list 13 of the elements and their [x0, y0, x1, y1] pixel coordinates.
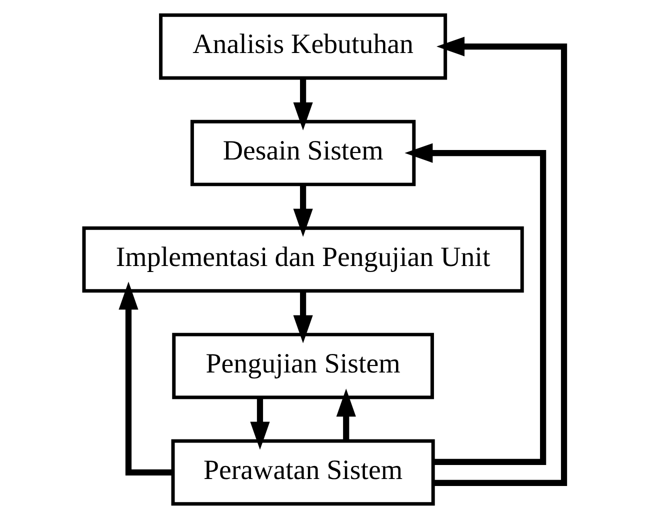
node-box: Analisis Kebutuhan	[158, 13, 447, 80]
node-box: Implementasi dan Pengujian Unit	[82, 226, 524, 293]
arrow	[292, 184, 312, 237]
arrow	[433, 36, 567, 486]
arrow	[404, 143, 546, 466]
arrow	[292, 78, 312, 130]
node-box: Perawatan Sistem	[170, 439, 434, 506]
arrow	[336, 388, 356, 441]
arrow	[292, 291, 312, 344]
arrow	[118, 282, 172, 476]
arrow	[250, 398, 270, 450]
node-box: Desain Sistem	[190, 120, 416, 186]
node-box: Pengujian Sistem	[172, 332, 434, 400]
